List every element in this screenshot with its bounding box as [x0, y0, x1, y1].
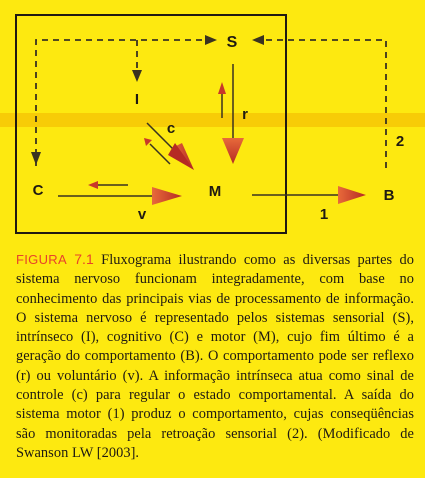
reflex-arrowhead [222, 138, 244, 164]
dashed-top-arrowhead [205, 35, 217, 45]
node-i: I [135, 91, 139, 108]
label-c: c [167, 120, 175, 137]
feedback-dashed-line [262, 39, 387, 168]
control-return-line [149, 143, 171, 165]
voluntary-arrowhead [152, 187, 182, 205]
node-m: M [209, 183, 222, 200]
output-arrowhead [338, 186, 366, 204]
label-v: v [138, 206, 147, 223]
control-return-arrowhead [144, 138, 152, 146]
nervous-system-flowchart: S I C M B c r v 1 2 [0, 14, 425, 234]
figure-label: Figura [16, 252, 67, 267]
node-c: C [33, 182, 44, 199]
control-arrowhead-shade [168, 143, 194, 170]
reflex-up-arrowhead [218, 82, 226, 94]
figure-caption: Figura 7.1 Fluxograma ilustrando como as… [16, 250, 414, 463]
label-1: 1 [320, 206, 328, 223]
highlight-band [0, 113, 425, 127]
node-s: S [227, 34, 238, 51]
nervous-system-box [15, 14, 287, 234]
node-b: B [384, 187, 395, 204]
figure-number: 7.1 [74, 251, 94, 267]
voluntary-back-arrowhead [88, 181, 98, 189]
label-2: 2 [396, 133, 404, 150]
feedback-arrowhead [252, 35, 264, 45]
dashed-top-line [35, 39, 214, 166]
label-r: r [242, 106, 248, 123]
dashed-to-i-arrowhead [132, 70, 142, 82]
caption-text: Fluxograma ilustrando como as diversas p… [16, 252, 414, 461]
dashed-to-c-arrowhead [31, 152, 41, 165]
